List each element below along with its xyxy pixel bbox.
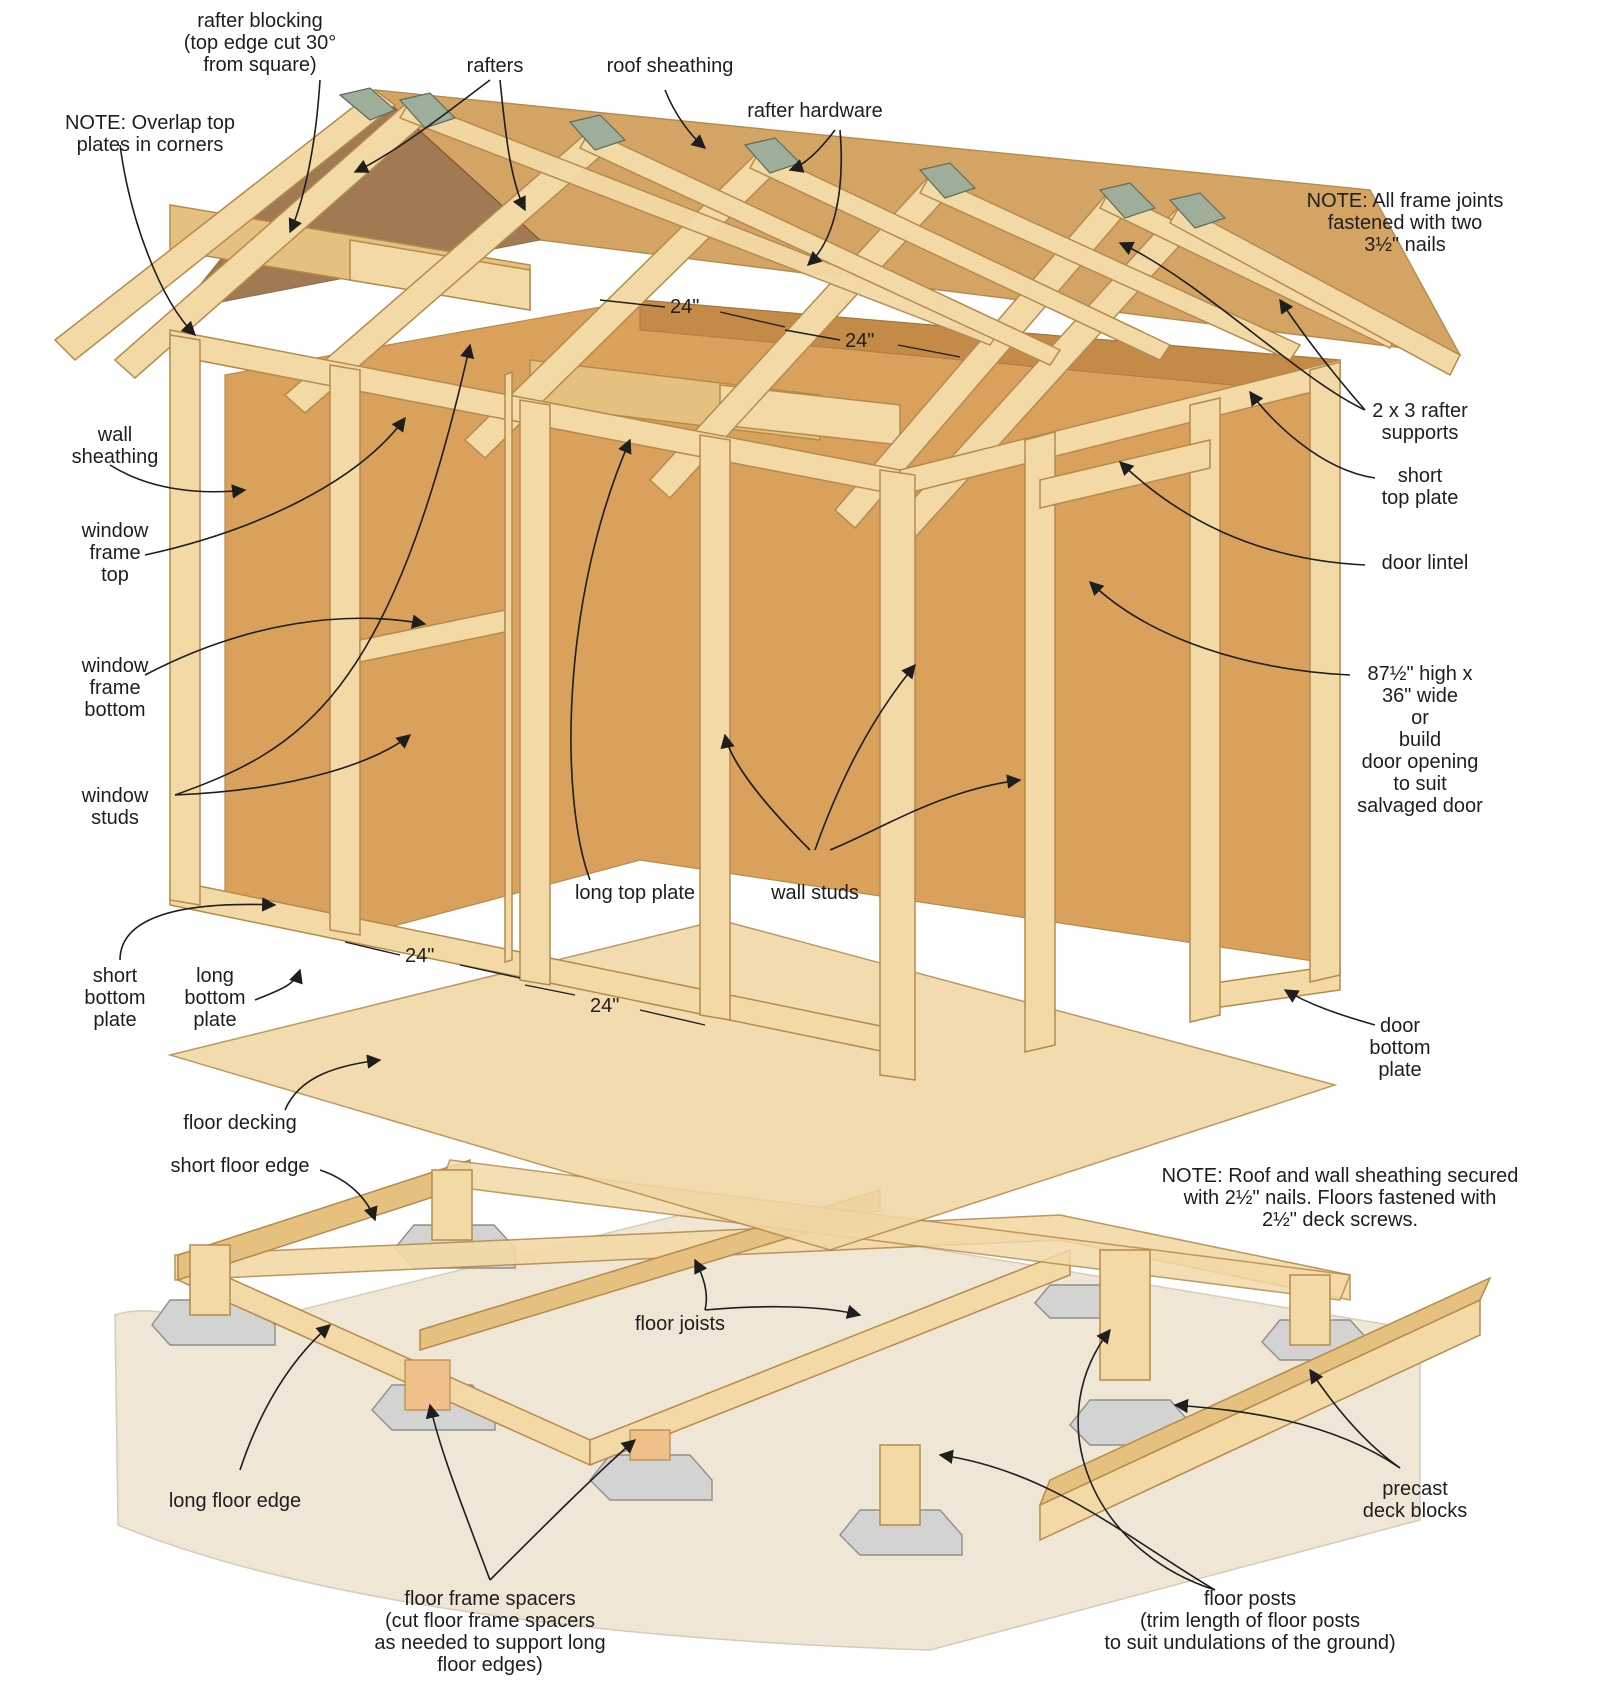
label-door-lintel: door lintel <box>1381 552 1469 574</box>
label-floor-decking: floor decking <box>183 1112 297 1134</box>
label-rafter-supports: 2 x 3 rafter supports <box>1372 400 1468 444</box>
dimension-rafter-spacing-1: 24" <box>670 296 700 318</box>
dimension-rafter-spacing-2: 24" <box>845 330 875 352</box>
label-rafter-hardware: rafter hardware <box>747 100 883 122</box>
roof-structure <box>53 87 1462 545</box>
label-short-bottom-plate: short bottom plate <box>84 965 146 1031</box>
label-floor-posts: floor posts (trim length of floor posts … <box>1104 1588 1396 1654</box>
floor-frame <box>174 1158 1492 1542</box>
label-short-top-plate: short top plate <box>1381 465 1459 509</box>
label-short-floor-edge: short floor edge <box>170 1155 310 1177</box>
leader-arrows <box>109 79 1401 1591</box>
label-floor-joists: floor joists <box>634 1313 726 1335</box>
dimension-stud-spacing-1: 24" <box>405 945 435 967</box>
label-wall-studs: wall studs <box>771 882 859 904</box>
dimension-stud-spacing-2: 24" <box>590 995 620 1017</box>
label-note-overlap: NOTE: Overlap top plates in corners <box>64 112 236 156</box>
label-window-frame-top: window frame top <box>81 520 149 586</box>
label-door-bottom-plate: door bottom plate <box>1369 1015 1431 1081</box>
label-wall-sheathing: wall sheathing <box>71 424 159 468</box>
label-window-frame-bottom: window frame bottom <box>81 655 149 721</box>
label-floor-frame-spacers: floor frame spacers (cut floor frame spa… <box>374 1588 606 1676</box>
label-rafters: rafters <box>466 55 524 77</box>
label-long-bottom-plate: long bottom plate <box>184 965 246 1031</box>
dimension-lines <box>344 299 961 1026</box>
label-roof-sheathing: roof sheathing <box>606 55 734 77</box>
label-window-studs: window studs <box>81 785 149 829</box>
label-precast-deck-blocks: precast deck blocks <box>1362 1478 1468 1522</box>
label-note-sheathing: NOTE: Roof and wall sheathing secured wi… <box>1161 1165 1519 1231</box>
label-door-opening: 87½" high x 36" wide or build door openi… <box>1357 663 1483 817</box>
label-long-floor-edge: long floor edge <box>168 1490 302 1512</box>
label-rafter-blocking: rafter blocking (top edge cut 30° from s… <box>183 10 337 76</box>
label-long-top-plate: long top plate <box>574 882 696 904</box>
label-note-frame-joints: NOTE: All frame joints fastened with two… <box>1306 190 1504 256</box>
wall-framing <box>169 329 1341 1081</box>
